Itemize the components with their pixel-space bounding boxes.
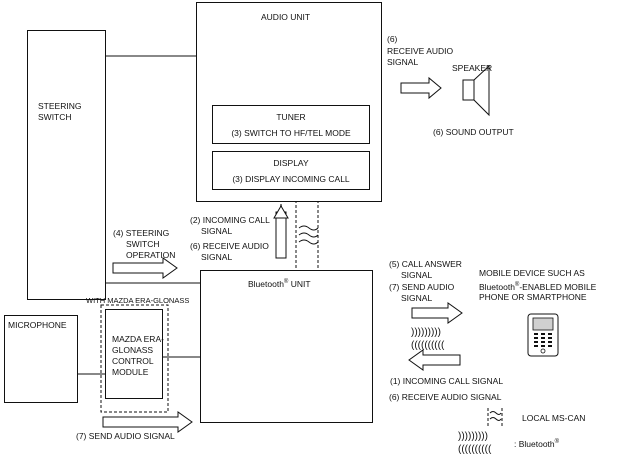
mobile-phone-button	[540, 348, 546, 354]
steering-operation-line-1: (4) STEERING	[113, 228, 170, 238]
tuner-step: (3) SWITCH TO HF/TEL MODE	[231, 128, 351, 138]
microphone-label: MICROPHONE	[8, 320, 67, 330]
steering-switch-label-2: SWITCH	[38, 112, 72, 122]
call-answer-arrow	[411, 302, 463, 324]
steering-operation-line-3: OPERATION	[126, 250, 176, 260]
ms-can-twist-symbol	[298, 225, 319, 245]
audio-unit-title: AUDIO UNIT	[261, 12, 311, 22]
bluetooth-unit-label: Bluetooth® UNIT	[248, 277, 311, 289]
legend-ms-can-twist	[489, 411, 502, 421]
mobile-line-2: Bluetooth®-ENABLED MOBILE	[479, 280, 596, 292]
steering-switch-label-1: STEERING	[38, 101, 82, 111]
display-title: DISPLAY	[273, 158, 309, 168]
era-glonass-module-box	[105, 309, 163, 399]
receive-audio-signal-label: (6) RECEIVE AUDIO SIGNAL	[389, 392, 502, 402]
steering-operation-arrow	[112, 257, 178, 279]
send-audio-line-1: (7) SEND AUDIO	[389, 282, 455, 292]
incoming-call-arrow	[408, 349, 461, 371]
incoming-call-signal-label: (1) INCOMING CALL SIGNAL	[390, 376, 504, 386]
incoming-call-up-arrowhead	[273, 205, 289, 219]
steering-operation-line-2: SWITCH	[126, 239, 160, 249]
bluetooth-waves-left: ((((((((((	[411, 340, 445, 351]
bluetooth-unit-label-sup: ®	[283, 279, 289, 285]
mobile-line-2-prefix: Bluetooth	[479, 281, 515, 292]
era-glonass-caption: WITH MAZDA ERA-GLONASS	[86, 296, 190, 305]
steering-switch-box	[27, 30, 106, 300]
receive-audio-signal-line-2: SIGNAL	[201, 252, 233, 262]
mobile-phone-screen	[532, 317, 554, 331]
audio-to-speaker-arrow	[400, 76, 442, 100]
call-answer-line-1: (5) CALL ANSWER	[389, 259, 462, 269]
era-glonass-dashed-outline	[100, 304, 169, 413]
mobile-phone-keypad	[534, 333, 552, 347]
call-answer-line-2: SIGNAL	[401, 270, 433, 280]
send-audio-signal-label: (7) SEND AUDIO SIGNAL	[76, 431, 175, 441]
bluetooth-unit-label-prefix: Bluetooth	[248, 278, 284, 289]
incoming-call-signal-line-1: (2) INCOMING CALL	[190, 215, 270, 225]
speaker-receive-line-1: (6)	[387, 34, 398, 44]
microphone-box	[4, 315, 78, 403]
speaker-magnet	[462, 79, 475, 101]
era-module-line-3: CONTROL	[112, 356, 154, 366]
bluetooth-unit-box	[200, 270, 373, 423]
receive-audio-signal-line-1: (6) RECEIVE AUDIO	[190, 241, 269, 251]
legend-waves-left: ((((((((((	[458, 444, 492, 455]
steering-to-audio-line	[105, 39, 206, 57]
mobile-line-3: PHONE OR SMARTPHONE	[479, 292, 587, 302]
legend-ms-can-label: LOCAL MS-CAN	[522, 413, 586, 423]
tuner-box	[212, 105, 370, 144]
sound-output-label: (6) SOUND OUTPUT	[433, 127, 514, 137]
speaker-label: SPEAKER	[452, 63, 493, 73]
display-step: (3) DISPLAY INCOMING CALL	[232, 174, 350, 184]
legend-waves-right: )))))))))	[458, 431, 488, 442]
era-module-line-2: GLONASS	[112, 345, 154, 355]
bluetooth-waves-right: )))))))))	[411, 327, 441, 338]
speaker-cone	[473, 64, 490, 117]
bluetooth-unit-label-suffix: UNIT	[288, 278, 311, 289]
legend-bluetooth-sup: ®	[554, 439, 560, 445]
mobile-line-2-sup: ®	[514, 282, 520, 288]
era-module-line-4: MODULE	[112, 367, 149, 377]
speaker-receive-line-2: RECEIVE AUDIO	[387, 46, 454, 56]
display-box	[212, 151, 370, 190]
legend-bluetooth-label: : Bluetooth®	[514, 437, 559, 449]
send-audio-signal-arrow	[102, 411, 193, 433]
send-audio-line-2: SIGNAL	[401, 293, 433, 303]
steering-to-bluetooth-line	[106, 282, 206, 291]
speaker-receive-line-3: SIGNAL	[387, 57, 419, 67]
tuner-title: TUNER	[276, 112, 306, 122]
mobile-line-1: MOBILE DEVICE SUCH AS	[479, 268, 585, 278]
legend-bluetooth-prefix: : Bluetooth	[514, 438, 555, 449]
incoming-call-signal-line-2: SIGNAL	[201, 226, 233, 236]
mobile-line-2-suffix: -ENABLED MOBILE	[519, 281, 597, 292]
era-module-line-1: MAZDA ERA-	[112, 334, 164, 344]
